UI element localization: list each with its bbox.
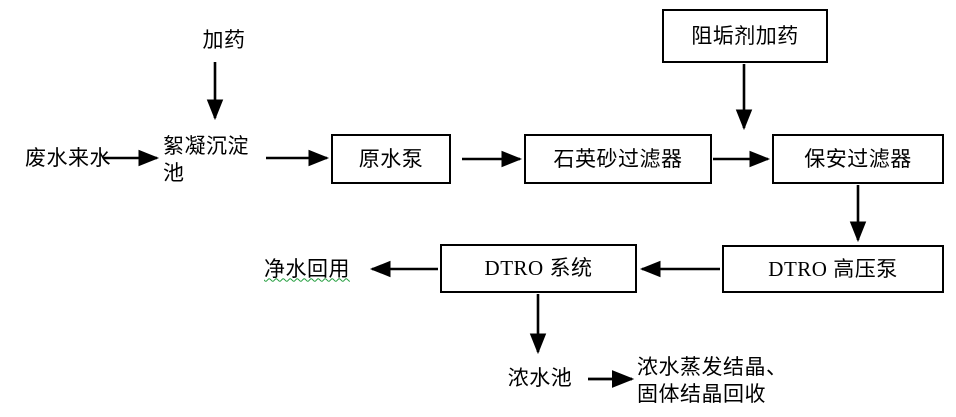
node-dtro-system[interactable]: DTRO 系统 [440, 244, 637, 293]
node-antiscalant-dosing-label: 阻垢剂加药 [691, 23, 799, 48]
node-brine-evaporation-crystallization-label: 浓水蒸发结晶、 固体结晶回收 [637, 355, 788, 406]
node-brine-pond-label: 浓水池 [507, 365, 573, 390]
node-raw-water-pump[interactable]: 原水泵 [331, 134, 451, 184]
node-quartz-sand-filter[interactable]: 石英砂过滤器 [524, 134, 712, 184]
node-purified-water-reuse: 净水回用 [248, 250, 366, 288]
node-coagulation-label: 絮凝沉淀 池 [163, 134, 249, 185]
node-inflow-label: 废水来水 [25, 145, 111, 170]
node-dtro-high-pressure-pump[interactable]: DTRO 高压泵 [722, 245, 944, 293]
node-dtro-system-label: DTRO 系统 [484, 256, 593, 281]
node-purified-water-reuse-label: 净水回用 [264, 256, 350, 281]
node-dosing-label: 加药 [202, 27, 246, 52]
node-antiscalant-dosing[interactable]: 阻垢剂加药 [662, 9, 828, 63]
node-dtro-high-pressure-pump-label: DTRO 高压泵 [768, 256, 898, 281]
node-brine-pond: 浓水池 [494, 360, 586, 396]
node-cartridge-filter-label: 保安过滤器 [804, 146, 912, 171]
node-dosing: 加药 [178, 22, 270, 58]
node-cartridge-filter[interactable]: 保安过滤器 [772, 134, 944, 184]
node-brine-evaporation-crystallization: 浓水蒸发结晶、 固体结晶回收 [637, 348, 843, 414]
node-inflow: 废水来水 [8, 139, 128, 177]
node-raw-water-pump-label: 原水泵 [358, 146, 424, 171]
node-coagulation-sedimentation-tank: 絮凝沉淀 池 [163, 128, 261, 192]
node-quartz-sand-filter-label: 石英砂过滤器 [553, 146, 683, 171]
